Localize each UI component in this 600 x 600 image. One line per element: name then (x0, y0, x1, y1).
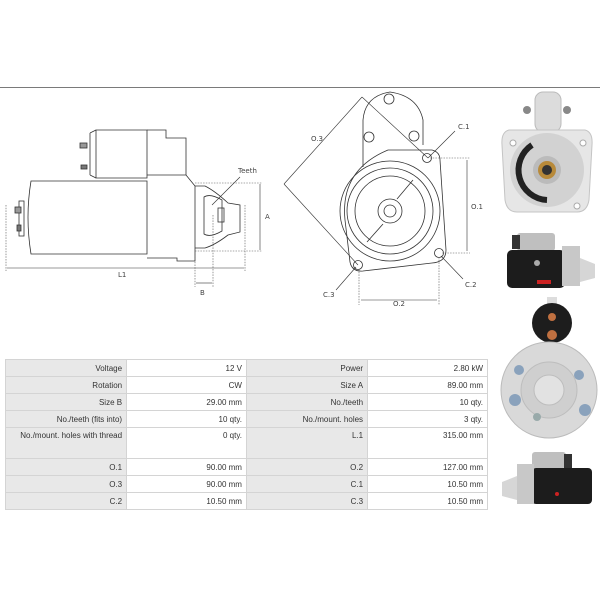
l1-label: L1 (118, 271, 126, 279)
spec-value: 315.00 mm (367, 427, 488, 459)
specs-table: Voltage 12 V Power 2.80 kW Rotation CW S… (4, 359, 488, 510)
side-photo-left (502, 452, 592, 504)
spec-value: 10.50 mm (367, 492, 488, 510)
front-flange-photo (501, 91, 593, 213)
c3-label: C.3 (323, 291, 335, 299)
table-row: O.3 90.00 mm C.1 10.50 mm (4, 475, 488, 493)
spec-label: O.2 (245, 458, 369, 476)
spec-label: Rotation (4, 376, 128, 394)
spec-value: 90.00 mm (126, 458, 247, 476)
spec-label: No./teeth (fits into) (4, 410, 128, 428)
spec-value: 12 V (126, 359, 247, 377)
spec-label: No./mount. holes (245, 410, 369, 428)
spec-value: 3 qty. (367, 410, 488, 428)
side-photo-right (507, 233, 595, 288)
spec-value: 90.00 mm (126, 475, 247, 493)
spec-label: O.1 (4, 458, 128, 476)
c2-label: C.2 (465, 281, 477, 289)
table-row: Rotation CW Size A 89.00 mm (4, 376, 488, 394)
spec-value: 127.00 mm (367, 458, 488, 476)
spec-value: 10 qty. (126, 410, 247, 428)
spec-label: C.2 (4, 492, 128, 510)
front-view-drawing: C.1 O.1 C.2 O.2 C.3 O.3 (283, 91, 483, 308)
spec-label: O.3 (4, 475, 128, 493)
spec-value: 10.50 mm (126, 492, 247, 510)
size-b-label: B (200, 289, 205, 295)
size-a-label: A (265, 213, 270, 221)
o3-label: O.3 (311, 135, 323, 143)
spec-label: No./mount. holes with thread (4, 427, 128, 459)
spec-value: 2.80 kW (367, 359, 488, 377)
spec-label: Size B (4, 393, 128, 411)
spec-label: C.1 (245, 475, 369, 493)
spec-label: C.3 (245, 492, 369, 510)
spec-value: 0 qty. (126, 427, 247, 459)
spec-label: Size A (245, 376, 369, 394)
spec-label: Power (245, 359, 369, 377)
o1-label: O.1 (471, 203, 483, 211)
c1-label: C.1 (458, 123, 470, 131)
top-divider (0, 87, 600, 88)
table-row: Voltage 12 V Power 2.80 kW (4, 359, 488, 377)
spec-value: 10.50 mm (367, 475, 488, 493)
spec-label: No./teeth (245, 393, 369, 411)
side-view-drawing: Teeth A B L1 (5, 129, 270, 295)
spec-label: Voltage (4, 359, 128, 377)
table-row: No./mount. holes with thread 0 qty. L.1 … (4, 427, 488, 459)
table-row: O.1 90.00 mm O.2 127.00 mm (4, 458, 488, 476)
teeth-label: Teeth (237, 167, 257, 175)
rear-solenoid-photo (500, 297, 598, 439)
table-row: C.2 10.50 mm C.3 10.50 mm (4, 492, 488, 510)
table-row: No./teeth (fits into) 10 qty. No./mount.… (4, 410, 488, 428)
o2-label: O.2 (393, 300, 405, 308)
spec-value: CW (126, 376, 247, 394)
spec-label: L.1 (245, 427, 369, 459)
spec-value: 10 qty. (367, 393, 488, 411)
table-row: Size B 29.00 mm No./teeth 10 qty. (4, 393, 488, 411)
spec-value: 29.00 mm (126, 393, 247, 411)
spec-value: 89.00 mm (367, 376, 488, 394)
